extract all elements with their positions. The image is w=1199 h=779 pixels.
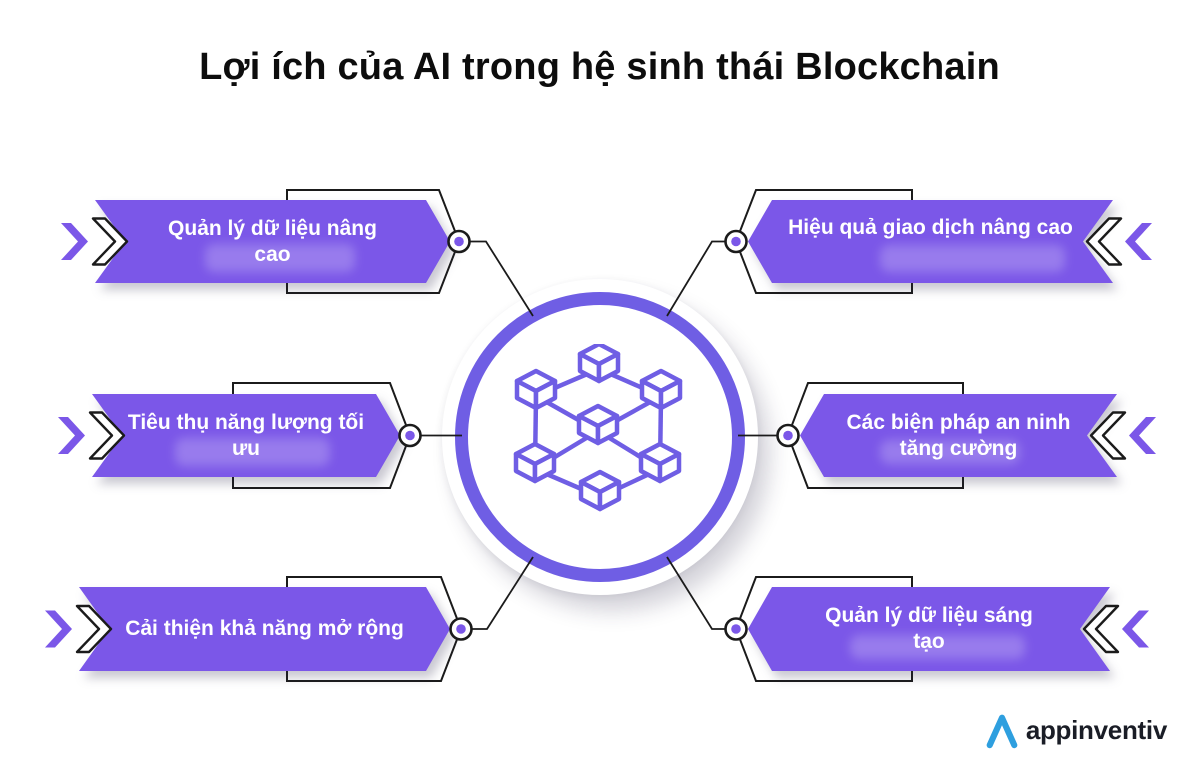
benefit-label: Quản lý dữ liệu sáng tạo (748, 587, 1110, 671)
benefit-label-line1: Các biện pháp an ninh (846, 410, 1071, 434)
connector-dot (724, 229, 748, 254)
chevron-left-icon (1125, 223, 1152, 260)
chevron-right-icon (61, 223, 88, 260)
benefit-banner-data-creation: Quản lý dữ liệu sáng tạo (748, 587, 1110, 671)
chevron-left-icon (1129, 417, 1156, 454)
banner-shape (748, 587, 1110, 671)
connector-dot (398, 423, 422, 448)
banner-shape (95, 200, 450, 283)
page-title: Lợi ích của AI trong hệ sinh thái Blockc… (199, 46, 1000, 88)
benefit-banner-transaction: Hiệu quả giao dịch nâng cao (748, 200, 1113, 283)
benefit-label-line1: Quản lý dữ liệu sáng (825, 604, 1033, 627)
connector-dot (776, 423, 800, 448)
benefit-label: Tiêu thụ năng lượng tối ưu (92, 394, 400, 477)
blurred-text-area (880, 245, 1065, 272)
banner-shape (79, 587, 450, 671)
banner-shape (92, 394, 400, 477)
connector-dot (449, 617, 473, 641)
connector-dot (724, 617, 748, 641)
benefit-banner-energy: Tiêu thụ năng lượng tối ưu (92, 394, 400, 477)
central-circle (442, 279, 758, 595)
central-ring (455, 292, 745, 582)
benefit-label: Hiệu quả giao dịch nâng cao (748, 200, 1113, 283)
benefit-label: Cải thiện khả năng mở rộng (79, 587, 450, 671)
benefit-label-line1: Cải thiện khả năng mở rộng (125, 617, 404, 640)
benefit-label-line1: Tiêu thụ năng lượng tối (127, 410, 365, 434)
brand-logo: appinventiv (985, 709, 1167, 751)
appinventiv-logo-icon (986, 714, 1018, 749)
benefit-label-line1: Quản lý dữ liệu nâng (168, 216, 377, 240)
connector-dot (447, 229, 471, 254)
benefit-banner-scalability: Cải thiện khả năng mở rộng (79, 587, 450, 671)
banner-shape (800, 394, 1117, 477)
benefit-label-line2: ưu (231, 436, 261, 460)
benefit-label-line2: tạo (913, 630, 945, 653)
benefit-banner-advanced-data: Quản lý dữ liệu nâng cao (95, 200, 450, 283)
blurred-text-area (880, 440, 1020, 464)
benefit-label: Quản lý dữ liệu nâng cao (95, 200, 450, 283)
blockchain-network-icon (510, 344, 690, 530)
banner-shape (748, 200, 1113, 283)
chevron-right-icon (45, 610, 72, 648)
chevron-right-icon (58, 417, 85, 454)
benefit-label-line2: cao (254, 242, 291, 266)
brand-name: appinventiv (1025, 714, 1167, 745)
chevron-left-icon (1122, 610, 1149, 648)
blurred-text-area (205, 244, 355, 272)
benefit-label-line1: Hiệu quả giao dịch nâng cao (788, 216, 1073, 239)
blurred-text-area (850, 635, 1025, 659)
benefit-banner-security: Các biện pháp an ninh tăng cường (800, 394, 1117, 477)
benefit-label: Các biện pháp an ninh tăng cường (800, 394, 1117, 477)
blurred-text-area (175, 438, 330, 466)
benefit-label-line2: tăng cường (899, 436, 1018, 460)
